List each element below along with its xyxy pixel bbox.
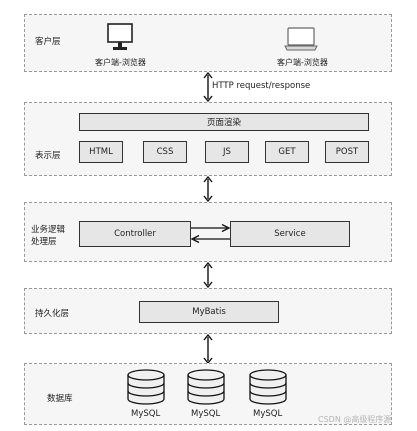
database-cylinder-icon bbox=[249, 369, 287, 405]
page-render-box: 页面渲染 bbox=[79, 113, 369, 131]
database-cylinder-icon bbox=[127, 369, 165, 405]
http-double-arrow bbox=[202, 72, 214, 102]
persistence-database-arrow bbox=[202, 334, 214, 364]
desktop-caption: 客户端-浏览器 bbox=[95, 58, 146, 67]
css-box: CSS bbox=[143, 141, 187, 163]
persistence-layer-label: 持久化层 bbox=[35, 309, 70, 319]
controller-box: Controller bbox=[79, 221, 191, 247]
presentation-layer-label: 表示层 bbox=[35, 151, 61, 161]
js-box: JS bbox=[205, 141, 249, 163]
database-layer: 数据库 MySQL MySQL MySQL bbox=[24, 363, 392, 425]
business-persistence-arrow bbox=[202, 262, 214, 288]
presentation-layer: 表示层 页面渲染 HTML CSS JS GET POST bbox=[24, 102, 392, 176]
get-box: GET bbox=[265, 141, 309, 163]
persistence-layer: 持久化层 MyBatis bbox=[24, 288, 392, 334]
business-layer-label-1: 业务逻辑 bbox=[31, 225, 66, 235]
laptop-icon bbox=[283, 27, 319, 53]
service-box: Service bbox=[230, 221, 350, 247]
laptop-caption: 客户端-浏览器 bbox=[277, 58, 328, 67]
mysql-label-2: MySQL bbox=[191, 409, 221, 419]
desktop-monitor-icon bbox=[107, 23, 133, 53]
http-connector-label: HTTP request/response bbox=[212, 81, 311, 91]
mybatis-box: MyBatis bbox=[139, 301, 279, 323]
business-layer: 业务逻辑 处理层 Controller Service bbox=[24, 202, 392, 262]
controller-service-arrows bbox=[191, 224, 230, 244]
database-layer-label: 数据库 bbox=[47, 394, 73, 404]
post-box: POST bbox=[325, 141, 369, 163]
business-layer-label-2: 处理层 bbox=[31, 237, 57, 247]
client-layer: 客户层 客户端-浏览器 客户端-浏览器 bbox=[24, 14, 392, 72]
presentation-business-arrow bbox=[202, 176, 214, 202]
mysql-label-3: MySQL bbox=[253, 409, 283, 419]
client-layer-label: 客户层 bbox=[35, 37, 61, 47]
html-box: HTML bbox=[79, 141, 123, 163]
watermark: CSDN @高级程序源 bbox=[318, 415, 392, 424]
mysql-label-1: MySQL bbox=[131, 409, 161, 419]
database-cylinder-icon bbox=[187, 369, 225, 405]
